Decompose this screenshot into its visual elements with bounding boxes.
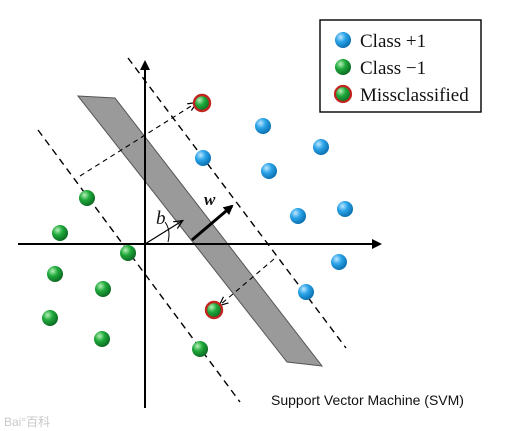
- w-label: w: [204, 190, 216, 209]
- point-class-neg: [94, 331, 110, 347]
- margin-line-left: [37, 129, 241, 403]
- legend-label-misclassified: Missclassified: [360, 85, 469, 106]
- caption: Support Vector Machine (SVM): [271, 392, 464, 408]
- margin-line-right: [127, 57, 347, 349]
- point-class-pos: [195, 150, 211, 166]
- b-angle-arc: [164, 221, 170, 243]
- point-class-neg: [42, 310, 58, 326]
- legend-marker-misclassified: [333, 84, 353, 104]
- legend-item-class-pos: Class +1: [335, 31, 426, 52]
- point-misclassified: [204, 300, 224, 320]
- legend-marker-class-pos: [335, 32, 351, 48]
- point-class-neg: [192, 341, 208, 357]
- point-misclassified: [192, 93, 212, 113]
- point-class-neg: [95, 281, 111, 297]
- b-label: b: [156, 208, 166, 229]
- w-vector-arrow: [191, 204, 234, 242]
- margin-band: [76, 95, 324, 367]
- point-class-neg: [52, 225, 68, 241]
- point-class-neg: [79, 190, 95, 206]
- legend-label-class-pos: Class +1: [360, 31, 426, 52]
- legend-item-class-neg: Class −1: [335, 58, 426, 79]
- point-class-neg: [47, 266, 63, 282]
- point-class-neg: [120, 245, 136, 261]
- legend-marker-class-neg: [335, 59, 351, 75]
- point-class-pos: [337, 201, 353, 217]
- point-class-pos: [261, 163, 277, 179]
- legend-label-class-neg: Class −1: [360, 58, 426, 79]
- point-class-pos: [290, 208, 306, 224]
- legend-item-misclassified: Missclassified: [333, 84, 469, 106]
- slack-arrow-bottom: [220, 258, 275, 305]
- point-class-pos: [331, 254, 347, 270]
- legend: Class +1 Class −1 Missclassified: [319, 19, 482, 113]
- watermark-logo: Bai°百科: [4, 415, 50, 429]
- slack-arrow-top: [79, 103, 196, 177]
- point-class-pos: [313, 139, 329, 155]
- point-class-pos: [298, 284, 314, 300]
- b-offset-arrow: [144, 221, 182, 245]
- point-class-pos: [255, 118, 271, 134]
- points-layer: [42, 93, 353, 357]
